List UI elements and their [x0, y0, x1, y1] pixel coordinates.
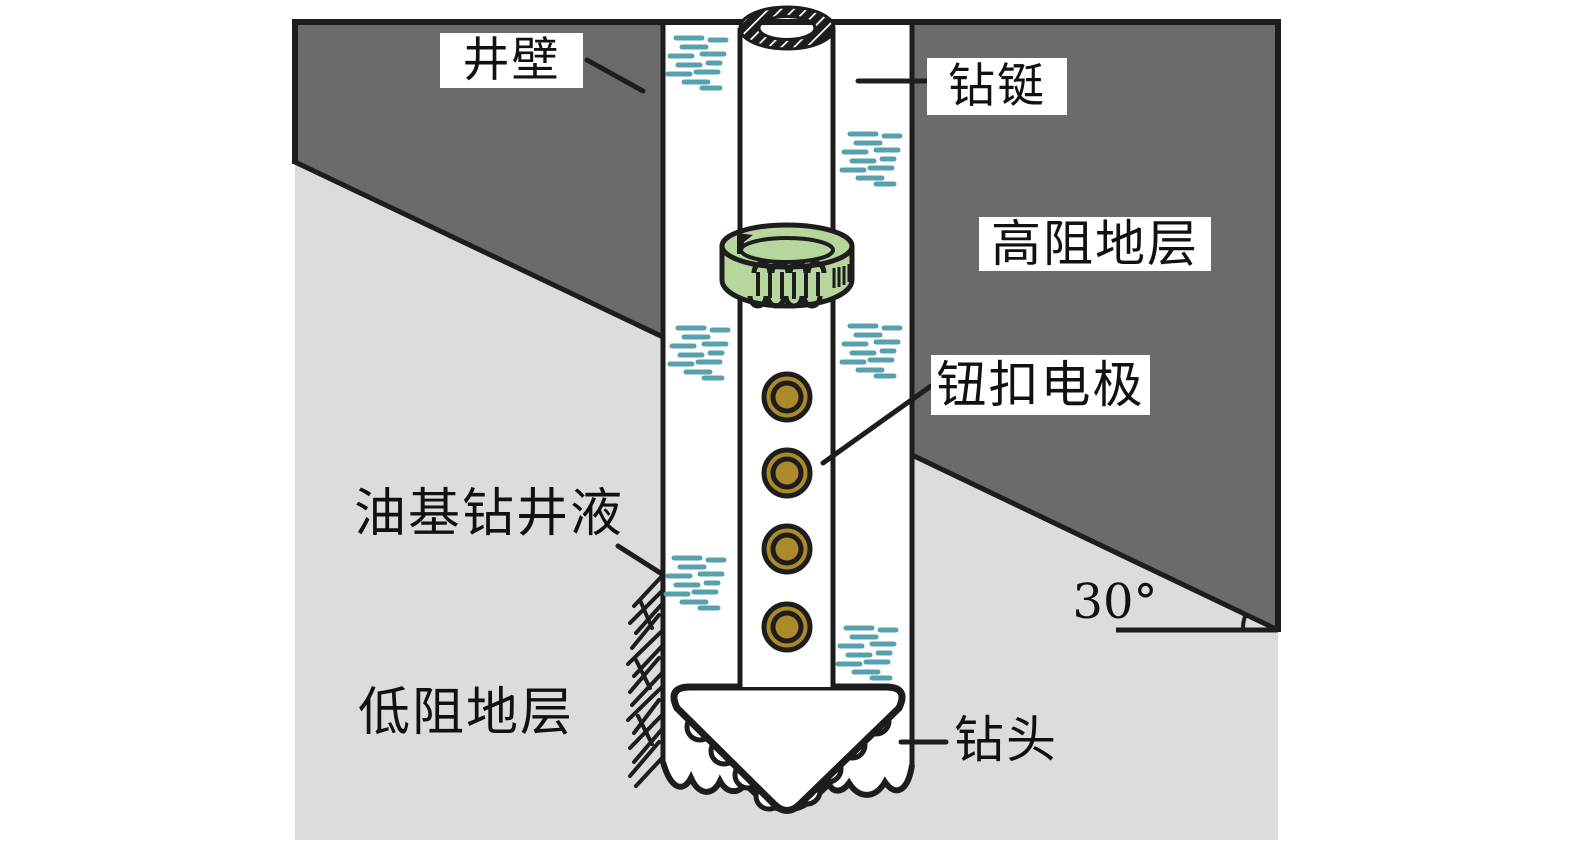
- label-low-resistivity-formation: 低阻地层: [358, 683, 575, 743]
- label-high-resistivity-formation: 高阻地层: [979, 217, 1211, 271]
- formation-boundary-left: [293, 159, 665, 340]
- label-borehole-wall: 井壁: [440, 33, 583, 88]
- leader-oil-based-mud: [615, 543, 665, 577]
- coil-terminal-flag-icon: [737, 233, 753, 254]
- formation-boundary-right: [910, 452, 1280, 633]
- label-drill-bit: 钻头: [954, 710, 1058, 769]
- label-oil-based-drilling-fluid: 油基钻井液: [353, 484, 624, 544]
- leader-button-electrode: [820, 383, 934, 466]
- drill-collar-body: [742, 26, 831, 687]
- button-electrode: [761, 601, 813, 653]
- label-dip-angle: 30°: [1072, 574, 1158, 630]
- button-electrode: [761, 447, 813, 499]
- dip-angle-marker: [1116, 613, 1278, 633]
- borehole-wall-hatching: [626, 573, 665, 788]
- label-drill-collar: 钻铤: [927, 58, 1067, 115]
- label-button-electrode: 钮扣电极: [931, 355, 1150, 415]
- coil-side-ticks: [832, 264, 851, 288]
- transmitter-coil: [719, 222, 855, 309]
- button-electrode: [761, 523, 813, 575]
- drill-bit-shape: [670, 683, 906, 814]
- coil-windings: [747, 260, 827, 309]
- button-electrode: [761, 371, 813, 423]
- button-electrodes: [761, 371, 813, 653]
- leader-lines: [584, 57, 949, 745]
- pipe-top-ring: [738, 5, 836, 51]
- leader-borehole-wall: [584, 57, 646, 94]
